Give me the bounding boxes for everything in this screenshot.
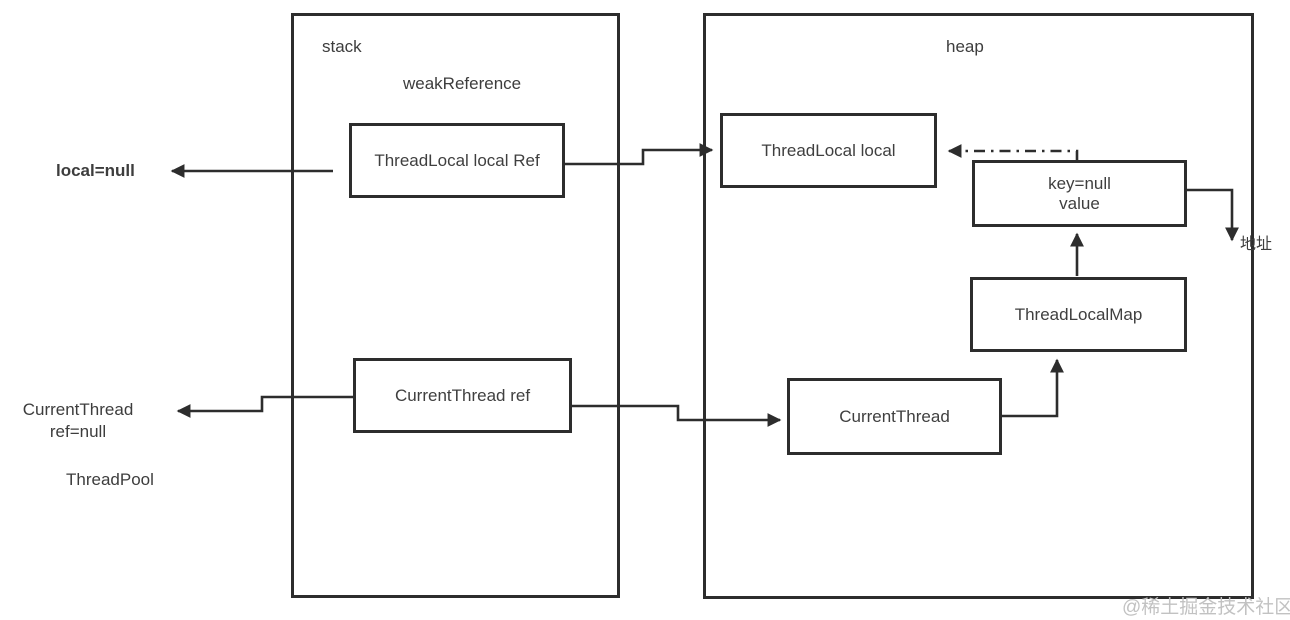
entry-value-label: value xyxy=(1059,193,1100,213)
current-thread-ref-null-line1: CurrentThread xyxy=(22,400,134,419)
heap-region-box xyxy=(703,13,1254,599)
weak-reference-label: weakReference xyxy=(403,74,522,93)
node-threadlocal-local-label: ThreadLocal local xyxy=(761,140,896,160)
node-current-thread: CurrentThread xyxy=(787,378,1002,455)
node-threadlocal-local: ThreadLocal local xyxy=(720,113,937,188)
address-label: 地址 xyxy=(1240,236,1273,253)
heap-region-label: heap xyxy=(946,37,984,56)
node-threadlocalmap: ThreadLocalMap xyxy=(970,277,1187,352)
current-thread-ref-null-line2: ref=null xyxy=(49,422,107,441)
stack-region-label: stack xyxy=(322,37,362,56)
node-entry-key-value: key=null value xyxy=(972,160,1187,227)
node-current-thread-label: CurrentThread xyxy=(839,406,950,426)
thread-pool-label: ThreadPool xyxy=(66,470,154,489)
current-thread-ref-null-label: CurrentThread ref=null xyxy=(8,399,148,443)
node-current-thread-ref-label: CurrentThread ref xyxy=(394,385,531,405)
entry-key-label: key=null xyxy=(1048,173,1111,193)
node-threadlocalmap-label: ThreadLocalMap xyxy=(1014,304,1143,324)
watermark-label: @稀土掘金技术社区 xyxy=(1122,597,1290,618)
local-null-label: local=null xyxy=(56,161,135,180)
node-threadlocal-local-ref: ThreadLocal local Ref xyxy=(349,123,565,198)
stack-region-box xyxy=(291,13,620,598)
node-threadlocal-local-ref-label: ThreadLocal local Ref xyxy=(374,150,540,170)
node-current-thread-ref: CurrentThread ref xyxy=(353,358,572,433)
